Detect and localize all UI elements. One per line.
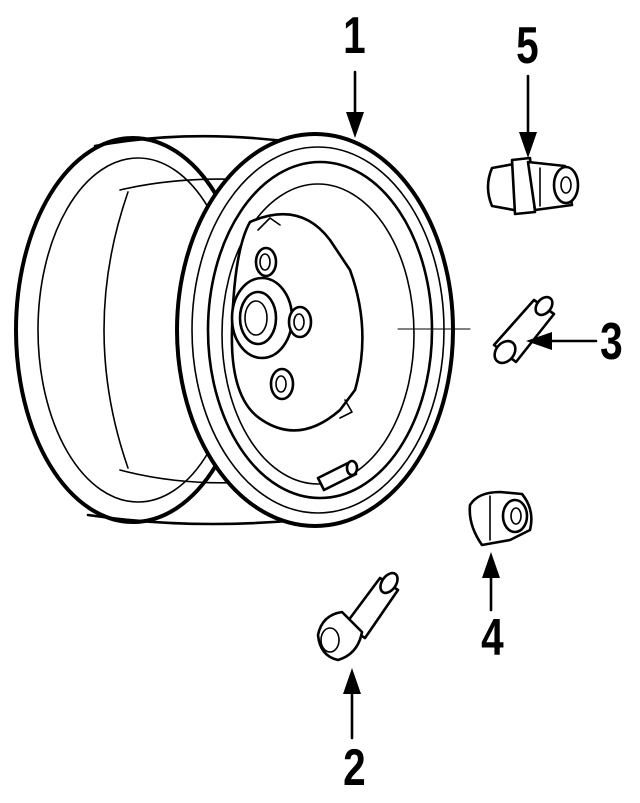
valve-stem-part-2 — [316, 571, 400, 662]
wheel-barrel-bottom — [86, 513, 302, 526]
callout-3-label: 3 — [600, 313, 623, 371]
callout-1-label: 1 — [343, 7, 366, 65]
callout-4-label: 4 — [481, 609, 504, 667]
lug-holes — [254, 246, 313, 401]
wheel-front-rim-flange — [206, 160, 434, 500]
wheel-valve-stem — [316, 459, 359, 492]
callout-3-arrowhead — [526, 332, 552, 350]
callout-5-arrowhead — [519, 132, 537, 158]
wheel — [14, 132, 471, 528]
wheel-barrel-top — [93, 134, 302, 148]
lug-nut-part-5 — [486, 156, 580, 216]
callout-1-arrowhead — [346, 112, 364, 138]
callout-2-arrowhead — [343, 668, 361, 694]
callout-4-arrowhead — [482, 552, 500, 578]
wheel-front-rim-lip — [191, 146, 445, 514]
valve-part-3 — [492, 295, 556, 365]
leader-arrows — [343, 70, 598, 740]
callout-5-label: 5 — [516, 17, 539, 75]
callout-2-label: 2 — [343, 739, 366, 797]
nut-cap-part-4 — [468, 490, 533, 547]
